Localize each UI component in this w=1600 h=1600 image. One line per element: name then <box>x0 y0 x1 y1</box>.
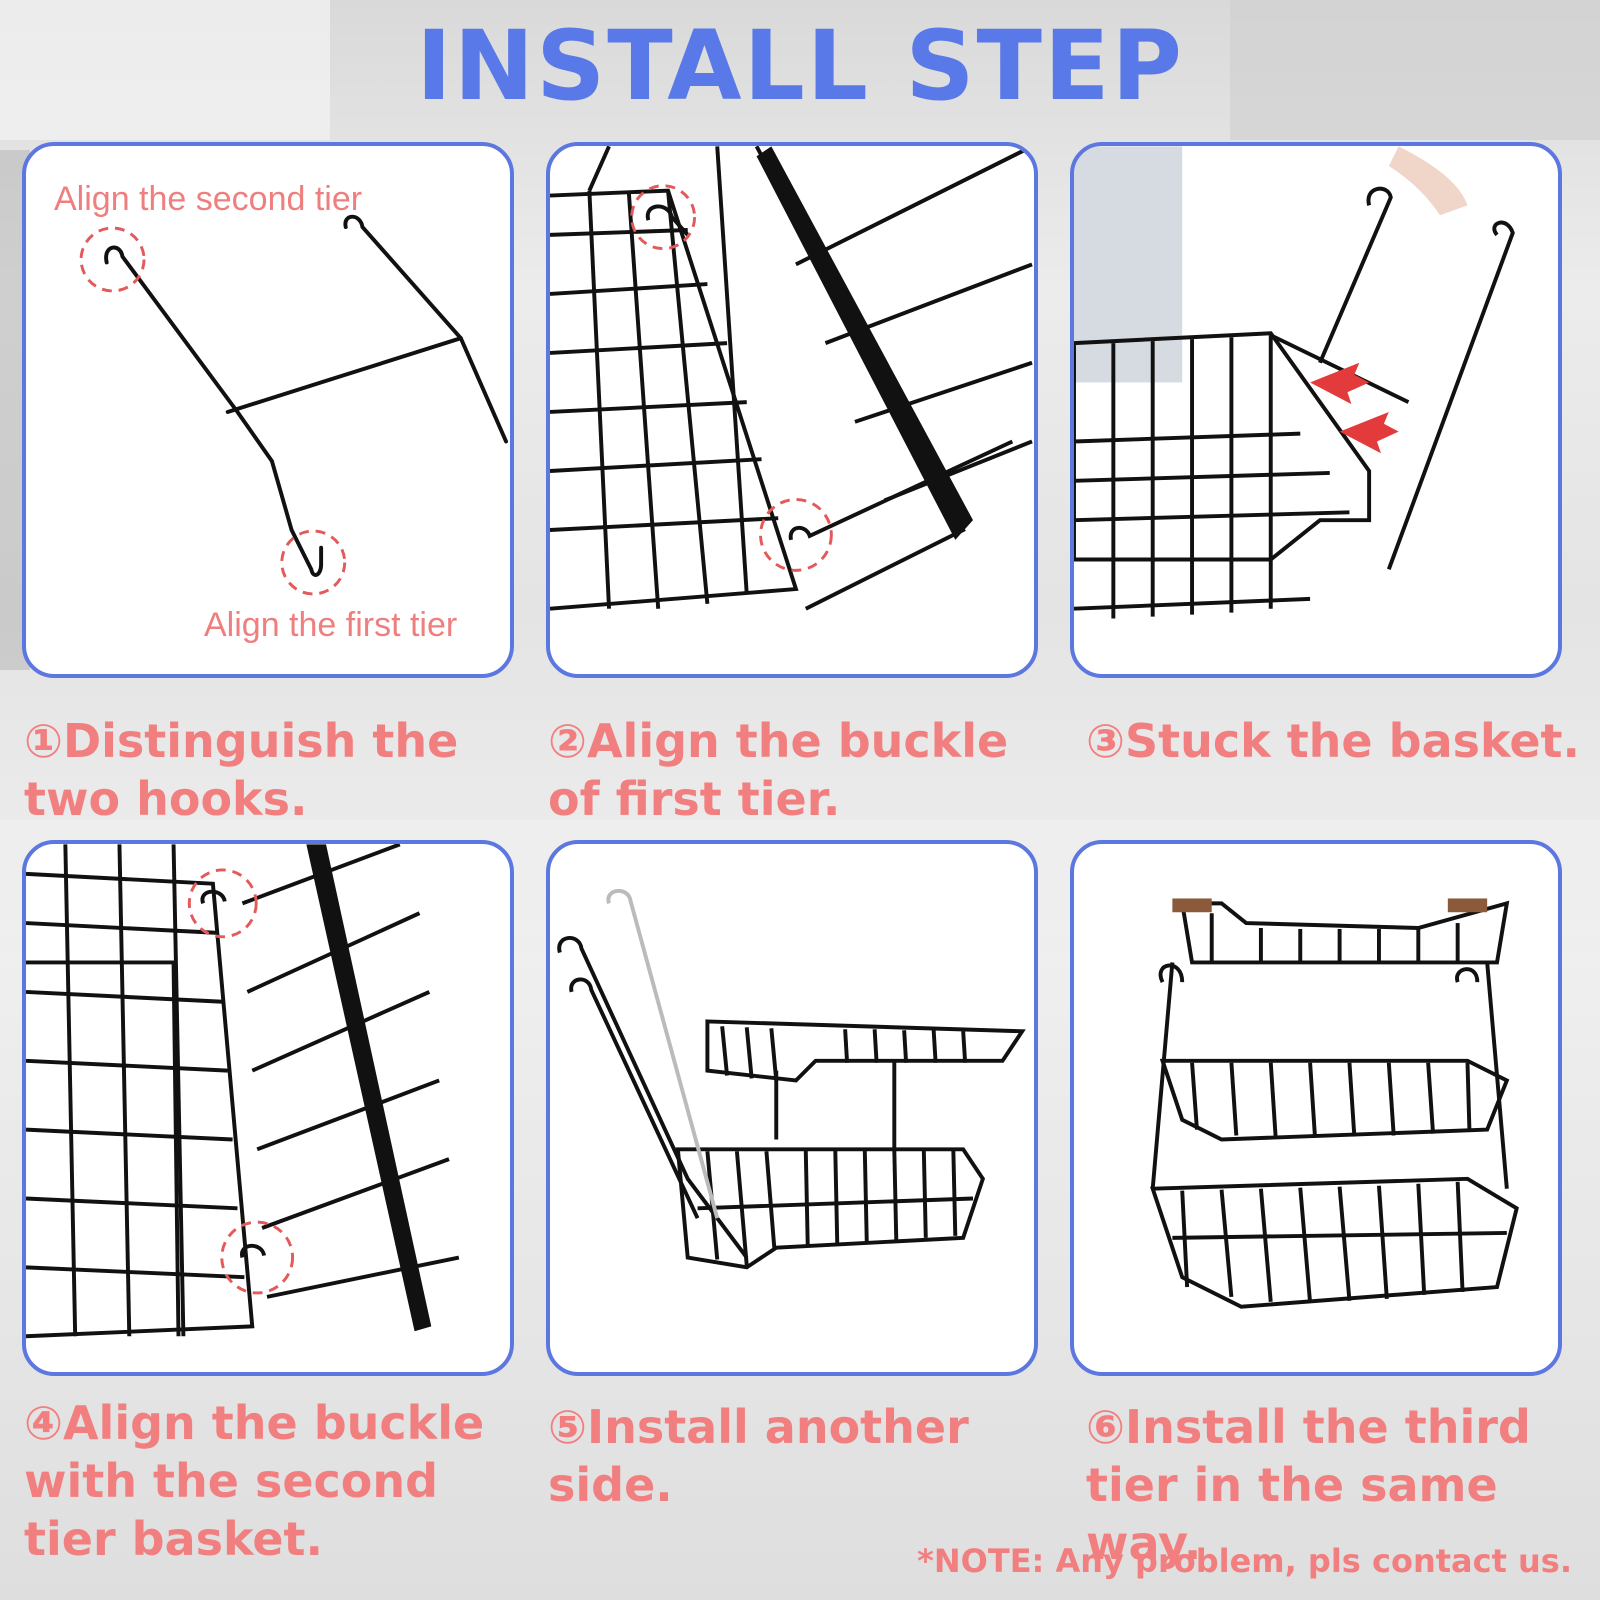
background-wall-right <box>1230 0 1600 140</box>
panel-step-4 <box>22 840 514 1376</box>
install-side-illustration <box>557 888 1026 1270</box>
basket-stuck-illustration <box>1074 146 1515 619</box>
panel-step-3 <box>1070 142 1562 678</box>
step-5-caption: ⑤Install another side. <box>548 1398 1028 1514</box>
step-6-caption: ⑥Install the third tier in the same way. <box>1086 1398 1586 1572</box>
step-2-caption: ②Align the buckle of first tier. <box>548 712 1048 828</box>
wood-handle <box>1447 898 1488 913</box>
step-4-caption: ④Align the buckle with the second tier b… <box>24 1394 524 1568</box>
step-1-text: Distinguish the two hooks. <box>24 714 459 826</box>
step-2-text: Align the buckle of first tier. <box>548 714 1009 826</box>
panel-step-2 <box>546 142 1038 678</box>
contact-note: *NOTE: Any problem, pls contact us. <box>917 1542 1572 1580</box>
background-cabinet-left <box>0 0 330 140</box>
step-1-caption: ①Distinguish the two hooks. <box>24 712 534 828</box>
step-3-number: ③ <box>1086 714 1125 768</box>
hand <box>1388 146 1468 216</box>
three-tier-illustration <box>1149 898 1519 1309</box>
label-first-tier: Align the first tier <box>204 606 458 644</box>
step-4-text: Align the buckle with the second tier ba… <box>24 1396 485 1566</box>
step-5-text: Install another side. <box>548 1400 969 1512</box>
step-5-number: ⑤ <box>548 1400 587 1454</box>
step-6-text: Install the third tier in the same way. <box>1086 1400 1531 1570</box>
step-1-number: ① <box>24 714 63 768</box>
second-tier-buckle-illustration <box>26 844 460 1339</box>
page-title: INSTALL STEP <box>416 10 1184 122</box>
step-4-number: ④ <box>24 1396 63 1450</box>
panel-step-5 <box>546 840 1038 1376</box>
step-2-number: ② <box>548 714 587 768</box>
label-second-tier: Align the second tier <box>54 180 363 218</box>
step-3-text: Stuck the basket. <box>1124 714 1581 768</box>
panel-step-6 <box>1070 840 1562 1376</box>
basket-buckle-illustration <box>550 146 1033 611</box>
step-6-number: ⑥ <box>1086 1400 1125 1454</box>
step-3-caption: ③Stuck the basket. <box>1086 712 1586 770</box>
arrow-icon <box>1310 362 1399 454</box>
wood-handle <box>1172 898 1212 913</box>
panel-step-1: Align the second tier Align the first ti… <box>22 142 514 678</box>
hooks-illustration <box>79 214 509 596</box>
